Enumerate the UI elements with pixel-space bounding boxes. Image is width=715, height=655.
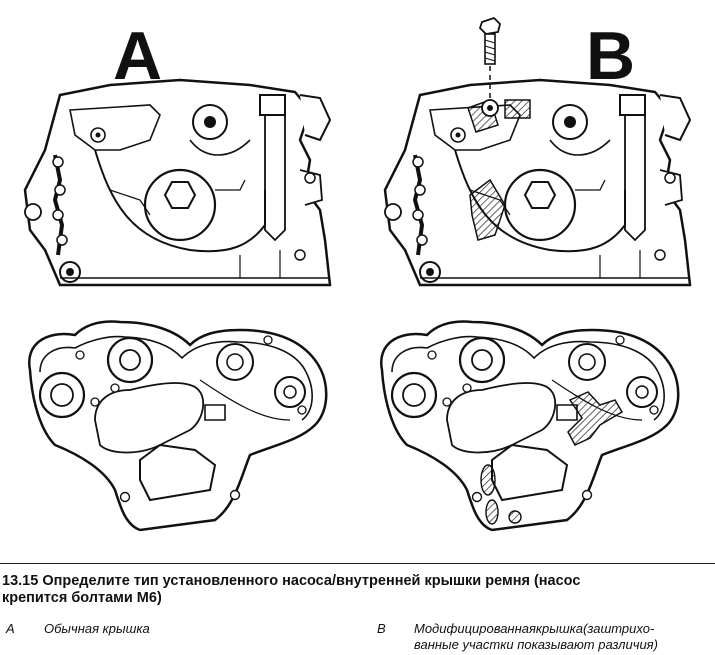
- caption-divider: [0, 563, 715, 564]
- variant-label-b: B: [586, 18, 636, 94]
- figure: A B: [23, 16, 692, 532]
- cover-a: [27, 320, 328, 532]
- legend-a: A Обычная крышка: [6, 621, 336, 639]
- legend-b-key: B: [377, 621, 386, 636]
- housing-b: [383, 78, 692, 287]
- figure-caption: 13.15 Определите тип установленного насо…: [2, 573, 714, 607]
- cover-b: [379, 320, 680, 532]
- figure-drawing: [23, 16, 692, 532]
- bolt-icon: [478, 16, 501, 117]
- caption-line-1: 13.15 Определите тип установленного насо…: [2, 573, 581, 589]
- hatched-areas: [467, 99, 624, 525]
- legend-b-line-1: Модифицированнаякрышка(заштрихо-: [414, 621, 655, 636]
- housing-a: [23, 78, 332, 287]
- legend-a-key: A: [6, 621, 15, 636]
- caption-line-2: крепится болтами М6): [2, 590, 162, 606]
- legend-a-text: Обычная крышка: [44, 621, 150, 636]
- variant-label-a: A: [113, 18, 163, 94]
- legend-b: B Модифицированнаякрышка(заштрихо- ванны…: [377, 621, 713, 655]
- legend-b-line-2: ванные участки показывают различия): [414, 637, 658, 652]
